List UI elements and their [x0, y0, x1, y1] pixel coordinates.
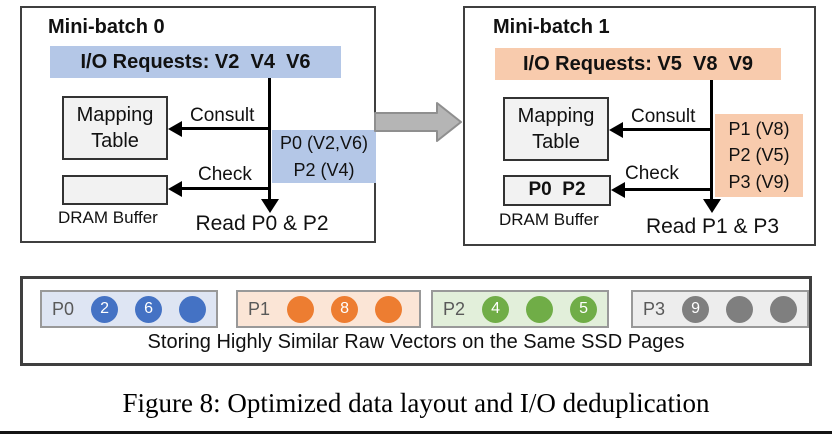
- vector-circle: 6: [135, 295, 163, 323]
- mini-batch-0-title: Mini-batch 0: [48, 16, 165, 38]
- page-mapping-line: P1 (V8): [728, 119, 790, 140]
- mini-batch-1-panel: Mini-batch 1 I/O Requests: V5 V8 V9 Mapp…: [463, 6, 816, 246]
- page-mapping-line: P2 (V4): [293, 159, 355, 180]
- dram-buffer-box-batch1: P0 P2: [503, 175, 611, 206]
- ssd-page-p0: P0 2 6: [40, 290, 218, 328]
- down-arrowhead-batch0: [261, 199, 279, 213]
- consult-arrow-line-batch1: [622, 128, 710, 131]
- page-label-p3: P3: [643, 298, 666, 319]
- dram-buffer-label-batch1: DRAM Buffer: [499, 210, 599, 229]
- io-requests-bar-batch0: I/O Requests: V2 V4 V6: [50, 46, 341, 78]
- vector-circle: 5: [570, 295, 598, 323]
- io-requests-bar-batch1: I/O Requests: V5 V8 V9: [495, 48, 781, 80]
- vector-circle: 4: [482, 295, 510, 323]
- mapping-table-line2: Table: [91, 130, 139, 152]
- page-mapping-box-batch0: P0 (V2,V6) P2 (V4): [272, 130, 376, 183]
- page-label-p0: P0: [52, 298, 75, 319]
- consult-arrow-line-batch0: [181, 127, 269, 130]
- vector-circle: 9: [682, 295, 710, 323]
- page-label-p1: P1: [248, 298, 271, 319]
- mapping-table-box-batch0: Mapping Table: [62, 96, 168, 160]
- check-arrowhead-batch0: [168, 181, 182, 197]
- read-result-label-batch0: Read P0 & P2: [195, 212, 329, 235]
- mapping-table-box-batch1: Mapping Table: [503, 97, 609, 161]
- vector-circle: [287, 295, 315, 323]
- consult-label-batch1: Consult: [631, 106, 696, 127]
- dram-buffer-label-batch0: DRAM Buffer: [58, 208, 158, 227]
- check-arrow-line-batch1: [624, 188, 710, 191]
- down-arrowhead-batch1: [703, 199, 721, 213]
- page-mapping-line: P0 (V2,V6): [279, 133, 369, 154]
- legend-caption: Storing Highly Similar Raw Vectors on th…: [147, 331, 685, 353]
- vector-circle: [770, 295, 798, 323]
- check-label-batch1: Check: [625, 163, 679, 184]
- batch-transition-arrow: [374, 102, 462, 142]
- read-result-label-batch1: Read P1 & P3: [645, 215, 780, 238]
- page-mapping-line: P2 (V5): [728, 145, 790, 166]
- bottom-rule: [0, 431, 832, 434]
- mini-batch-1-title: Mini-batch 1: [493, 16, 610, 38]
- flow-line-batch1: [710, 80, 713, 199]
- consult-label-batch0: Consult: [190, 105, 255, 126]
- dram-buffer-box-batch0: [62, 175, 168, 205]
- consult-arrowhead-batch0: [168, 121, 182, 137]
- ssd-page-p1: P1 8: [236, 290, 421, 328]
- mini-batch-0-panel: Mini-batch 0 I/O Requests: V2 V4 V6 Mapp…: [20, 6, 376, 243]
- vector-circle: 8: [331, 295, 359, 323]
- mapping-table-line2: Table: [532, 131, 580, 153]
- vector-circle: [375, 295, 403, 323]
- page-label-p2: P2: [443, 298, 466, 319]
- vector-circle: [179, 295, 207, 323]
- vector-circle: [726, 295, 754, 323]
- mapping-table-line1: Mapping: [76, 104, 154, 126]
- page-mapping-line: P3 (V9): [728, 171, 790, 192]
- ssd-page-p2: P2 4 5: [431, 290, 609, 328]
- check-arrowhead-batch1: [611, 182, 625, 198]
- dram-contents-batch1: P0 P2: [528, 179, 586, 201]
- consult-arrowhead-batch1: [609, 122, 623, 138]
- flow-line-batch0: [268, 78, 271, 199]
- check-arrow-line-batch0: [181, 187, 269, 190]
- ssd-pages-legend: P0 2 6 P1 8 P2 4 5 P3 9 Storing Highly S…: [20, 276, 812, 366]
- figure-caption: Figure 8: Optimized data layout and I/O …: [122, 388, 710, 418]
- page-mapping-box-batch1: P1 (V8) P2 (V5) P3 (V9): [715, 114, 803, 197]
- check-label-batch0: Check: [198, 164, 252, 185]
- vector-circle: [526, 295, 554, 323]
- vector-circle: 2: [91, 295, 119, 323]
- ssd-page-p3: P3 9: [631, 290, 809, 328]
- mapping-table-line1: Mapping: [517, 105, 595, 127]
